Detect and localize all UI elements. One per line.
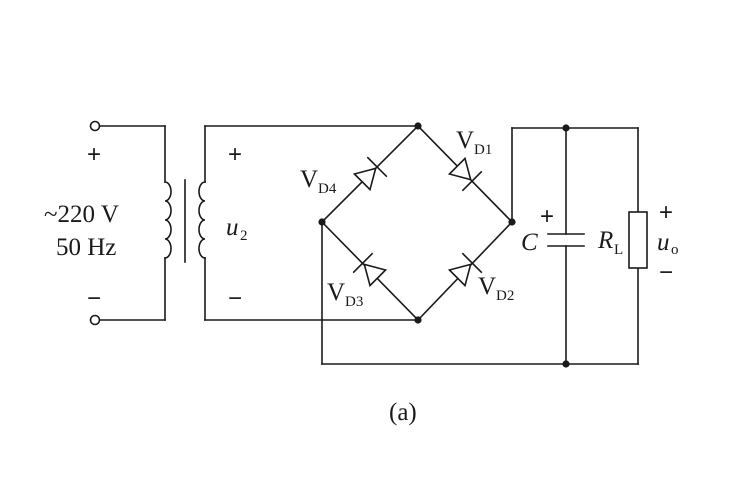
source-voltage-label: ~220 V (44, 201, 119, 228)
junction-bridge-bottom (414, 316, 422, 324)
secondary-voltage-subscript: 2 (240, 228, 248, 244)
junction-cap-top (562, 124, 570, 132)
diode-vd2-subscript: D2 (496, 288, 514, 304)
diode-vd3 (352, 252, 388, 288)
load-label: R (597, 227, 613, 254)
output-voltage-label: u (657, 229, 670, 256)
diode-vd4-subscript: D4 (318, 181, 337, 197)
junction-cap-bottom (562, 360, 570, 368)
figure-caption: (a) (389, 399, 417, 426)
diode-vd1 (447, 156, 483, 192)
primary-winding (164, 181, 172, 259)
input-terminal-bottom (89, 314, 101, 326)
capacitor-label: C (521, 229, 538, 256)
bridge: V D1 V D2 V D3 V D4 (300, 122, 516, 324)
output-plus-sign: + (659, 199, 673, 226)
primary-plus-sign: + (87, 141, 101, 168)
diode-vd2 (447, 252, 483, 288)
diode-vd4 (352, 156, 388, 192)
capacitor-plus-sign: + (540, 203, 554, 230)
diode-vd3-label: V (327, 279, 345, 306)
diode-vd1-label: V (456, 127, 474, 154)
secondary-voltage-label: u (226, 214, 239, 241)
diode-vd1-subscript: D1 (474, 142, 492, 158)
output-wiring: C + R L + u o − (321, 124, 679, 368)
diode-vd4-label: V (300, 166, 318, 193)
load-resistor (628, 211, 648, 269)
output-minus-sign: − (659, 259, 673, 286)
secondary-plus-sign: + (228, 141, 242, 168)
capacitor (547, 233, 585, 247)
load-subscript: L (614, 242, 623, 258)
input-terminal-top (89, 120, 101, 132)
source-frequency-label: 50 Hz (56, 234, 116, 261)
secondary-minus-sign: − (228, 285, 242, 312)
primary-source: + − ~220 V 50 Hz (44, 120, 166, 326)
secondary-winding (198, 181, 206, 259)
secondary-wiring: + − u 2 (204, 125, 419, 321)
diode-vd2-label: V (478, 273, 496, 300)
diode-vd3-subscript: D3 (345, 294, 363, 310)
output-voltage-subscript: o (671, 242, 679, 258)
transformer (164, 179, 206, 263)
primary-minus-sign: − (87, 285, 101, 312)
junction-bridge-top (414, 122, 422, 130)
